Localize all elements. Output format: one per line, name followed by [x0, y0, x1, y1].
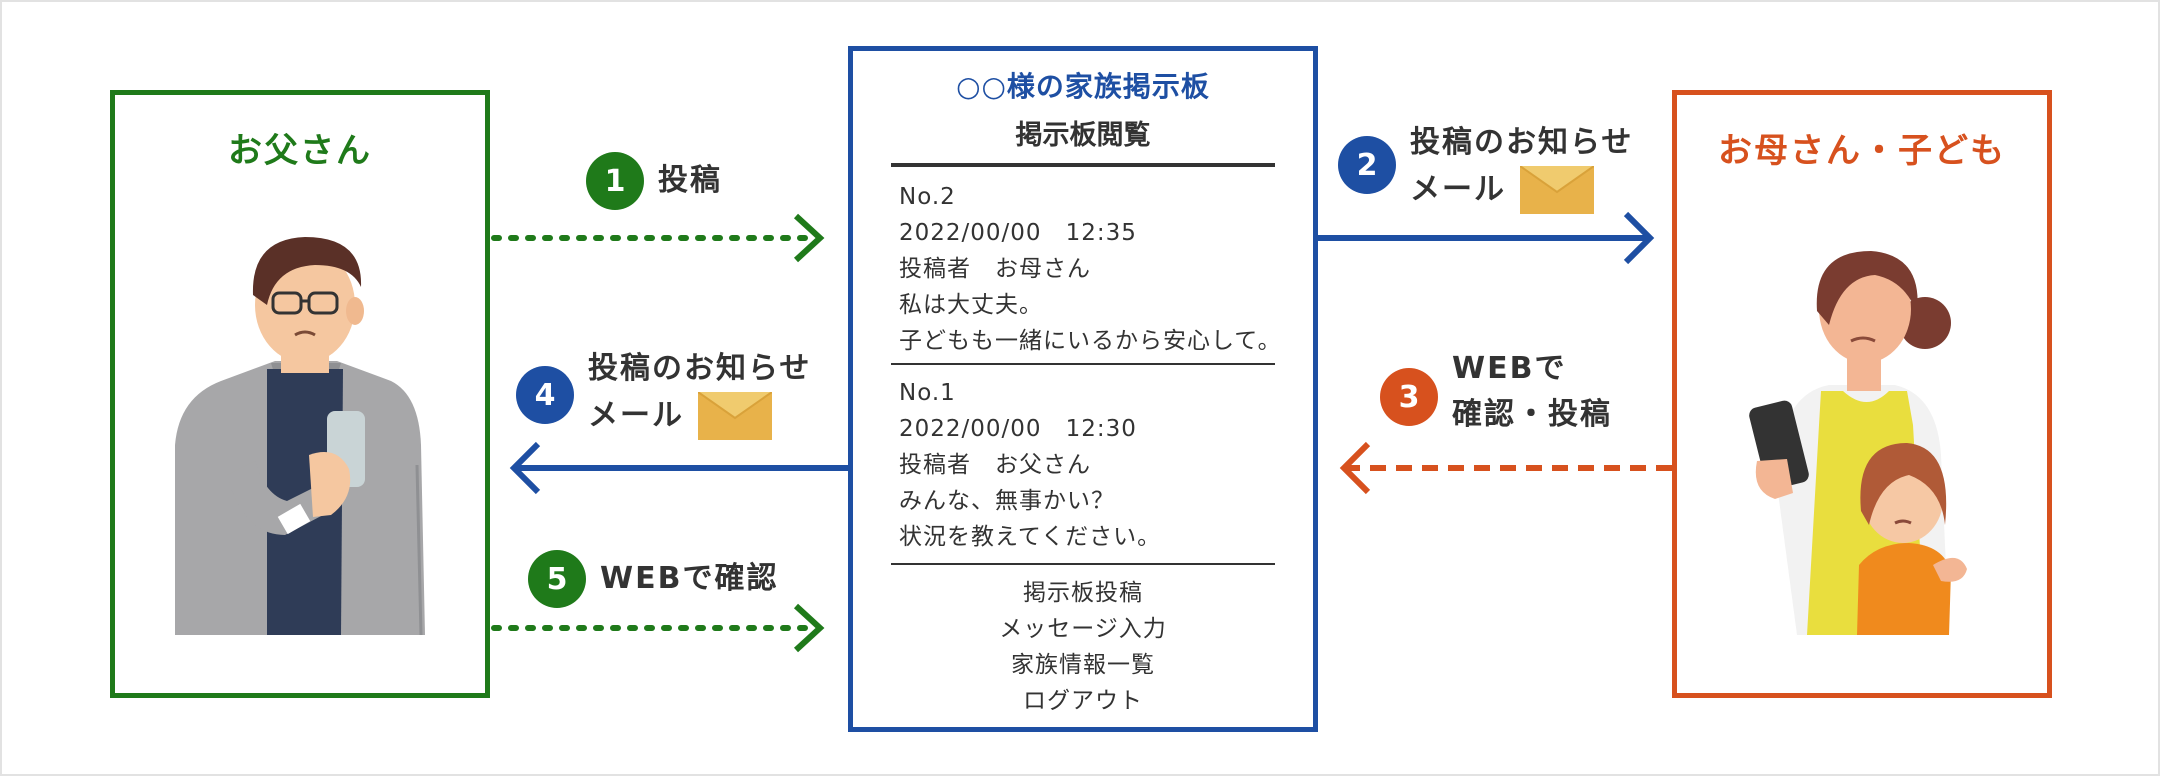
post-line: 状況を教えてください。 [899, 524, 1162, 550]
step-label: WEBで確認 [600, 561, 779, 596]
post-line: みんな、無事かい？ [899, 488, 1115, 514]
board-title: ○○様の家族掲示板 [956, 70, 1210, 103]
mother-child-box: お母さん・子ども [1672, 90, 2052, 698]
board-menu: 掲示板投稿 メッセージ入力 家族情報一覧 ログアウト [853, 575, 1313, 719]
post-author: 投稿者 お母さん [899, 256, 1091, 282]
board-divider-mid [891, 363, 1275, 365]
arrow-step3 [1339, 441, 1672, 495]
arrow-step2 [1318, 211, 1655, 265]
menu-item-logout[interactable]: ログアウト [1023, 688, 1143, 714]
mother-child-title: お母さん・子ども [1718, 131, 2006, 171]
post-item: No.1 2022/00/00 12:30 投稿者 お父さん みんな、無事かい？… [899, 375, 1161, 555]
step-4: 4 投稿のお知らせ メール [516, 346, 811, 440]
envelope-icon [1520, 166, 1594, 214]
post-line: 私は大丈夫。 [899, 292, 1043, 318]
post-item: No.2 2022/00/00 12:35 投稿者 お母さん 私は大丈夫。 子ど… [899, 179, 1282, 359]
step-badge: 3 [1380, 368, 1438, 426]
menu-item-message[interactable]: メッセージ入力 [999, 616, 1167, 642]
step-badge: 1 [586, 152, 644, 210]
step-badge: 4 [516, 366, 574, 424]
family-board-panel: ○○様の家族掲示板 掲示板閲覧 No.2 2022/00/00 12:35 投稿… [848, 46, 1318, 732]
board-divider-top [891, 163, 1275, 167]
envelope-icon [698, 392, 772, 440]
step-2: 2 投稿のお知らせ メール [1338, 120, 1633, 214]
post-number: No.2 [899, 184, 956, 210]
post-datetime: 2022/00/00 12:30 [899, 416, 1137, 442]
post-author: 投稿者 お父さん [899, 452, 1091, 478]
post-number: No.1 [899, 380, 956, 406]
post-line: 子どもも一緒にいるから安心して。 [899, 328, 1282, 354]
step-label: 投稿のお知らせ [1410, 125, 1634, 160]
father-title: お父さん [228, 131, 372, 171]
father-illustration [175, 237, 425, 635]
step-badge: 5 [528, 550, 586, 608]
post-datetime: 2022/00/00 12:35 [899, 220, 1137, 246]
step-badge: 2 [1338, 136, 1396, 194]
step-3: 3 WEBで 確認・投稿 [1380, 346, 1612, 438]
arrow-step4 [509, 441, 848, 495]
step-label: メール [588, 398, 684, 433]
step-label: 確認・投稿 [1452, 397, 1612, 432]
board-divider-bottom [891, 563, 1275, 565]
menu-item-family-list[interactable]: 家族情報一覧 [1011, 652, 1155, 678]
step-label: WEBで [1452, 351, 1567, 386]
step-label: メール [1410, 172, 1506, 207]
step-5: 5 WEBで確認 [528, 550, 778, 608]
step-label: 投稿 [658, 163, 722, 198]
arrow-step1 [491, 213, 825, 263]
arrow-step5 [491, 603, 825, 653]
step-label: 投稿のお知らせ [588, 351, 812, 386]
step-1: 1 投稿 [586, 152, 722, 210]
menu-item-post[interactable]: 掲示板投稿 [1023, 580, 1143, 606]
board-subtitle: 掲示板閲覧 [1015, 120, 1151, 151]
father-box: お父さん [110, 90, 490, 698]
mother-child-illustration [1749, 251, 1967, 635]
